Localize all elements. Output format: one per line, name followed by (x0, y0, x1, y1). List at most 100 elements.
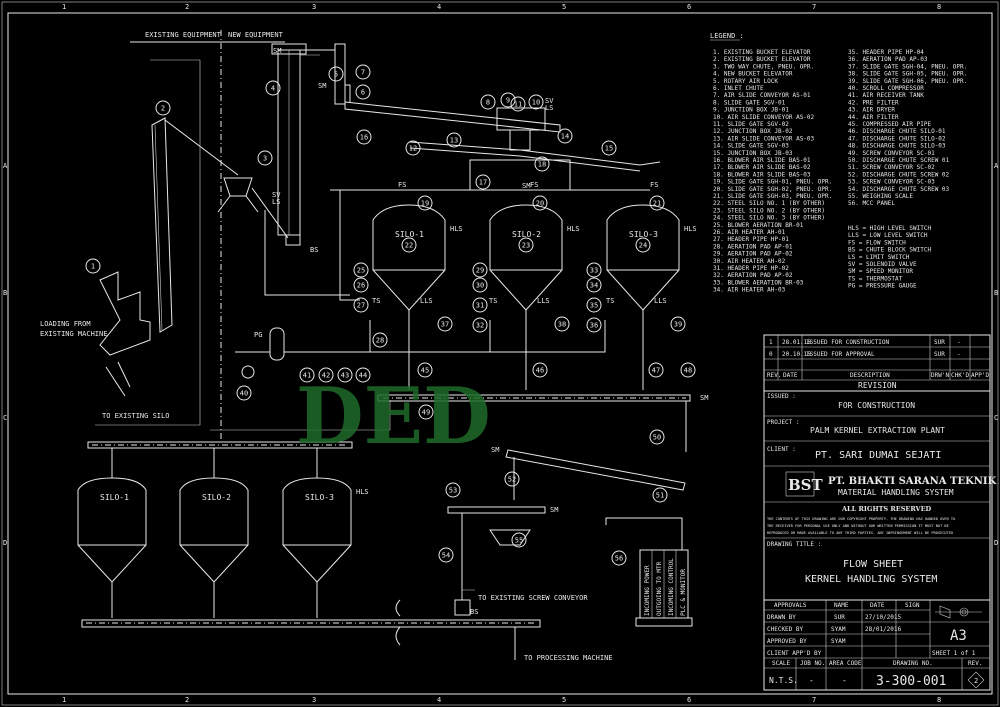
balloon-number: 38 (558, 321, 566, 329)
legend-item: 6. INLET CHUTE (713, 85, 764, 92)
revision-checked: - (957, 351, 961, 358)
air-receiver-tank (269, 327, 285, 361)
existing-silo-1-label: SILO-1 (100, 493, 129, 502)
fs-tag-3: FS (650, 181, 658, 189)
balloon-number: 30 (476, 282, 484, 290)
grid-column-label: 8 (937, 696, 941, 704)
ts-tag-1: TS (372, 297, 380, 305)
legend-item: 54. DISCHARGE CHUTE SCREW 03 (848, 186, 950, 193)
balloon-number: 20 (536, 200, 544, 208)
balloon-12 (405, 140, 421, 156)
balloon-number: 43 (341, 372, 349, 380)
balloon-8 (480, 94, 496, 110)
sm-tag-blower: SM (522, 182, 530, 190)
balloon-49 (418, 404, 434, 420)
legend-abbreviation: SM = SPEED MONITOR (848, 268, 913, 275)
legend-item: 29. AERATION PAD AP-02 (713, 251, 793, 258)
sm-tag-sc01: SM (700, 394, 708, 402)
balloon-30 (472, 277, 488, 293)
legend-abbreviation: HLS = HIGH LEVEL SWITCH (848, 225, 931, 232)
balloon-number: 13 (450, 137, 458, 145)
fs-tag-1: FS (398, 181, 406, 189)
balloon-number: 19 (421, 200, 429, 208)
legend-item: 36. AERATION PAD AP-03 (848, 56, 928, 63)
balloon-number: 3 (263, 155, 267, 163)
legend-item: 18. BLOWER AIR SLIDE BAS-03 (713, 171, 811, 178)
two-way-chute (217, 177, 259, 213)
drawing-title-1: FLOW SHEET (843, 559, 903, 570)
balloon-number: 42 (322, 372, 330, 380)
scale-label: SCALE (772, 660, 790, 667)
legend-item: 30. AIR HEATER AH-02 (713, 258, 786, 265)
balloon-6 (355, 84, 371, 100)
balloon-42 (318, 367, 334, 383)
balloon-number: 33 (590, 267, 598, 275)
sv-tag-gate: SV (545, 97, 554, 105)
balloon-number: 10 (532, 99, 540, 107)
balloon-number: 9 (506, 97, 510, 105)
balloon-number: 51 (656, 492, 664, 500)
balloon-number: 50 (653, 434, 661, 442)
balloon-number: 55 (515, 537, 523, 545)
ls-tag-chute: LS (272, 198, 280, 206)
job-label: JOB NO. (800, 660, 825, 667)
legend-item: 38. SLIDE GATE SGH-05, PNEU. OPR. (848, 71, 967, 78)
grid-column-label: 1 (62, 696, 66, 704)
revision-drawn: SUR (934, 351, 945, 358)
new-silo-2 (489, 204, 563, 390)
balloon-number: 48 (684, 367, 692, 375)
grid-column-label: 6 (687, 3, 691, 11)
balloon-number: 34 (590, 282, 598, 290)
grid-row-label: A (3, 162, 8, 170)
balloon-number: 2 (161, 105, 165, 113)
balloon-13 (446, 132, 462, 148)
revision-rev: 0 (769, 351, 773, 358)
balloon-48 (680, 362, 696, 378)
balloon-number: 31 (476, 302, 484, 310)
balloon-37 (437, 316, 453, 332)
screw-conveyor-sc03 (447, 506, 546, 514)
to-existing-silo-label: TO EXISTING SILO (102, 412, 169, 420)
rights-line-3: REPRODUCED OR MADE AVAILABLE TO ANY THIR… (767, 531, 953, 535)
balloon-number: 41 (303, 372, 311, 380)
revision-description: ISSUED FOR APPROVAL (806, 351, 875, 358)
revision-rev: 1 (769, 339, 773, 346)
balloon-11 (510, 96, 526, 112)
balloon-52 (504, 471, 520, 487)
balloon-number: 5 (334, 71, 338, 79)
legend-abbreviation: SV = SOLENOID VALVE (848, 261, 917, 268)
paper-size: A3 (950, 628, 967, 644)
balloon-18 (534, 156, 550, 172)
legend-abbreviation: PG = PRESSURE GAUGE (848, 283, 917, 290)
lls-tag-3: LLS (654, 297, 667, 305)
name-header: NAME (834, 602, 849, 609)
revision-date: 28.01.16 (782, 339, 811, 346)
legend-item: 41. AIR RECEIVER TANK (848, 92, 924, 99)
legend-item: 11. SLIDE GATE SGV-02 (713, 121, 789, 128)
drawn-by-label: DRAWN BY (767, 614, 796, 621)
balloon-25 (353, 262, 369, 278)
legend-item: 4. NEW BUCKET ELEVATOR (713, 71, 793, 78)
balloon-43 (337, 367, 353, 383)
balloon-40 (236, 385, 252, 401)
balloon-number: 35 (590, 302, 598, 310)
balloon-7 (355, 64, 371, 80)
project-value: PALM KERNEL EXTRACTION PLANT (810, 426, 945, 435)
drawn-by-date: 27/10/2015 (865, 614, 902, 621)
balloon-44 (355, 367, 371, 383)
legend-item: 17. BLOWER AIR SLIDE BAS-02 (713, 164, 811, 171)
grid-column-label: 7 (812, 696, 816, 704)
to-processing-label: TO PROCESSING MACHINE (524, 654, 613, 662)
balloon-19 (417, 195, 433, 211)
balloon-number: 11 (514, 101, 522, 109)
balloon-36 (586, 317, 602, 333)
legend-item: 34. AIR HEATER AH-03 (713, 287, 786, 294)
balloon-3 (257, 150, 273, 166)
new-equipment-label: NEW EQUIPMENT (228, 31, 284, 39)
drawing-no-label: DRAWING NO. (893, 660, 933, 667)
balloon-number: 45 (421, 367, 429, 375)
revision-checked: - (957, 339, 961, 346)
checked-by-label: CHECKED BY (767, 626, 804, 633)
